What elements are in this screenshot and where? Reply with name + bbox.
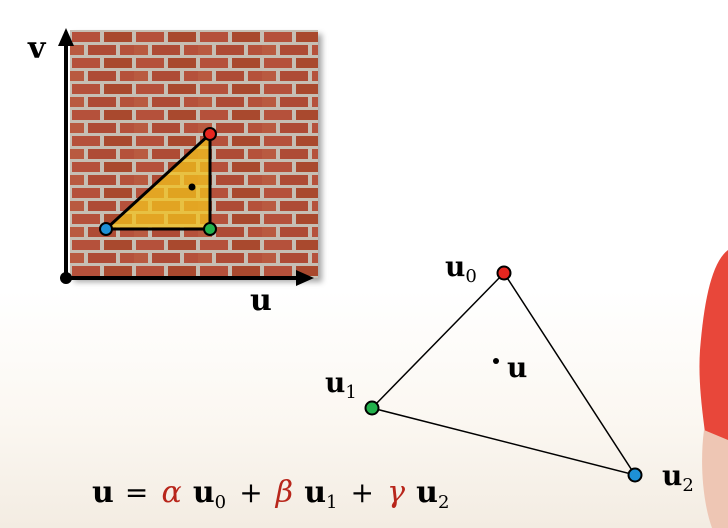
v-axis-arrow-icon xyxy=(58,28,74,46)
texture-interior-point xyxy=(188,183,196,191)
interior-point-dot xyxy=(493,358,499,364)
interior-point-label: u xyxy=(507,351,527,384)
texture-vertex-red xyxy=(203,127,217,141)
origin-dot xyxy=(60,272,72,284)
texture-triangle-outline xyxy=(102,130,212,231)
vertex-u1-marker xyxy=(364,400,380,416)
u-axis-arrow-icon xyxy=(296,270,314,286)
texture-vertex-green xyxy=(203,222,217,236)
presenter-figure xyxy=(699,250,728,528)
v-axis-label: v xyxy=(27,31,47,66)
texture-vertex-blue xyxy=(99,222,113,236)
u-axis-label: u xyxy=(250,283,272,318)
vertex-u0-marker xyxy=(496,265,512,281)
vertex-u0-label: u0 xyxy=(445,250,477,287)
texture-panel: v u xyxy=(27,28,318,318)
screen-triangle-outline xyxy=(370,271,637,477)
vertex-u1-label: u1 xyxy=(325,366,357,403)
screen-triangle: u u0 u1 u2 xyxy=(325,250,694,496)
vertex-u2-label: u2 xyxy=(662,459,694,496)
vertex-u2-marker xyxy=(627,467,643,483)
barycentric-equation: u = α u0 + β u1 + γ u2 xyxy=(92,475,449,513)
